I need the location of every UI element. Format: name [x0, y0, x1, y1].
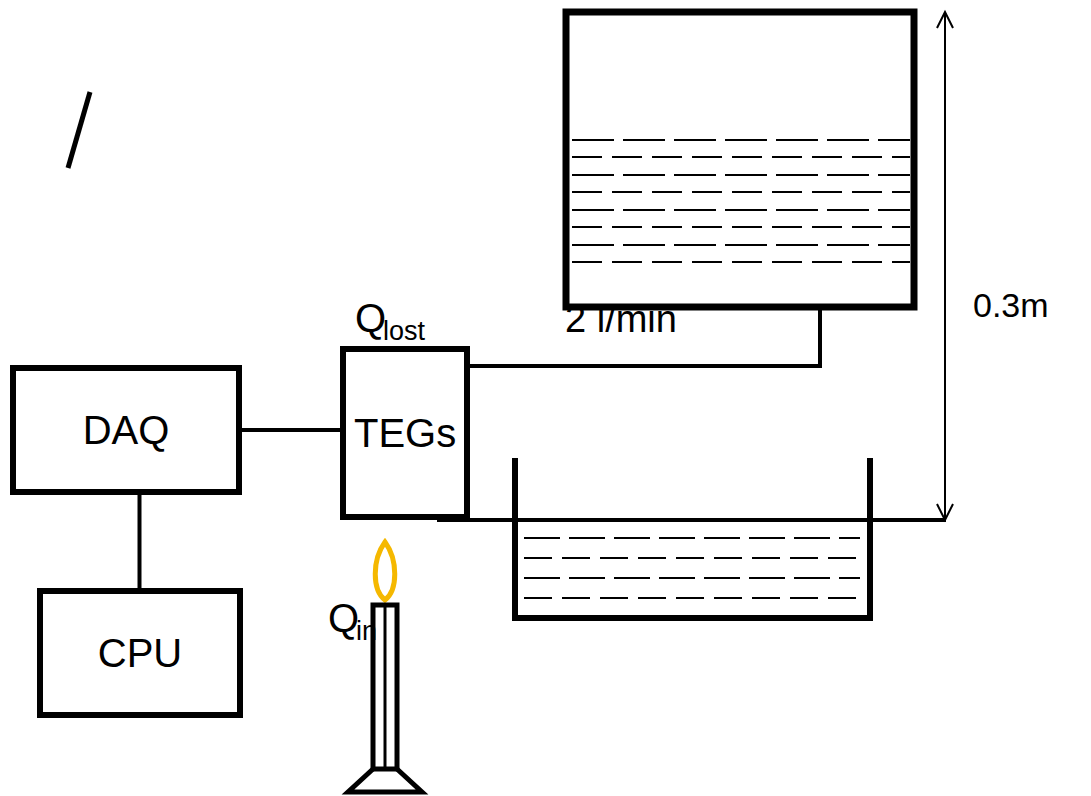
water-line [572, 156, 910, 158]
burner-tube [384, 605, 387, 769]
slash-mark [68, 92, 90, 168]
water-line [572, 244, 910, 246]
water-line [524, 537, 860, 539]
flame [375, 542, 395, 600]
heat-symbol: Q [355, 298, 386, 338]
dimension-arrowhead [937, 12, 953, 28]
water-line [572, 139, 910, 141]
dimension-line [944, 14, 946, 518]
water-line [524, 577, 860, 579]
water-surface [524, 538, 860, 598]
burner-base [348, 769, 422, 792]
teg-box: TEGs [340, 346, 470, 520]
heat-subscript: in [356, 618, 377, 645]
flow-rate: 2 l/min [565, 300, 677, 338]
outlet-pipe [437, 518, 946, 522]
connector-line [242, 428, 340, 432]
water-line [572, 174, 910, 176]
dimension-arrowhead [937, 504, 953, 520]
heat-symbol: Q [328, 598, 359, 638]
water-line [572, 226, 910, 228]
water-line [572, 209, 910, 211]
water-line [572, 261, 910, 263]
water-line [524, 557, 860, 559]
water-line [572, 191, 910, 193]
upper-tank [566, 12, 914, 307]
connector-line [138, 495, 142, 588]
node-label: CPU [98, 631, 182, 675]
cpu-box: CPU [37, 588, 243, 718]
daq-box: DAQ [10, 365, 242, 495]
node-label: TEGs [354, 411, 456, 455]
heat-subscript: lost [383, 318, 425, 345]
water-line [524, 597, 860, 599]
water-surface [572, 140, 910, 262]
dimension-label: 0.3m [973, 288, 1049, 322]
node-label: DAQ [83, 408, 170, 452]
lower-basin [515, 458, 870, 618]
